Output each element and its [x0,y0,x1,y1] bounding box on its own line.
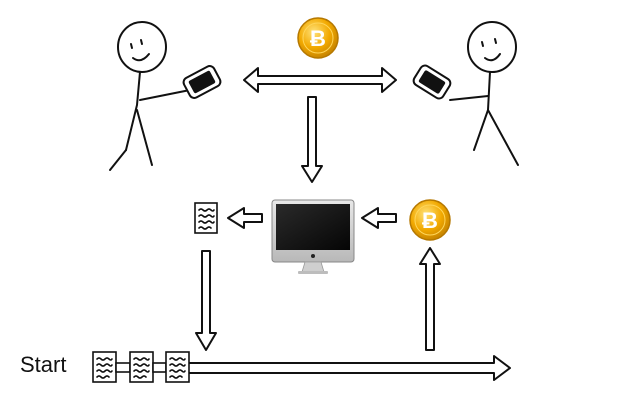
block-2-icon [129,351,154,383]
block-link-1 [115,362,131,373]
bitcoin-symbol-top: Ƀ [310,26,326,51]
transfer-arrow [243,67,397,93]
bitcoin-coin-top-icon: Ƀ [297,17,339,59]
person-left-icon [109,21,191,171]
block-3-icon [165,351,190,383]
person-right-icon [449,21,519,166]
smartphone-left-icon [182,65,222,99]
arrow-down-to-computer [301,96,323,183]
block-1-icon [92,351,117,383]
arrow-document-to-chain [195,250,217,351]
computer-icon [271,199,355,274]
start-label: Start [20,352,67,377]
document-icon [194,202,218,234]
arrow-coin-to-computer [361,207,397,229]
bitcoin-coin-right-icon: Ƀ [409,199,451,241]
block-link-2 [152,362,167,373]
bitcoin-symbol-right: Ƀ [422,208,438,233]
blockchain-arrow [187,355,511,381]
smartphone-right-icon [412,64,452,100]
arrow-chain-to-coin [419,247,441,351]
arrow-computer-to-document [227,207,263,229]
